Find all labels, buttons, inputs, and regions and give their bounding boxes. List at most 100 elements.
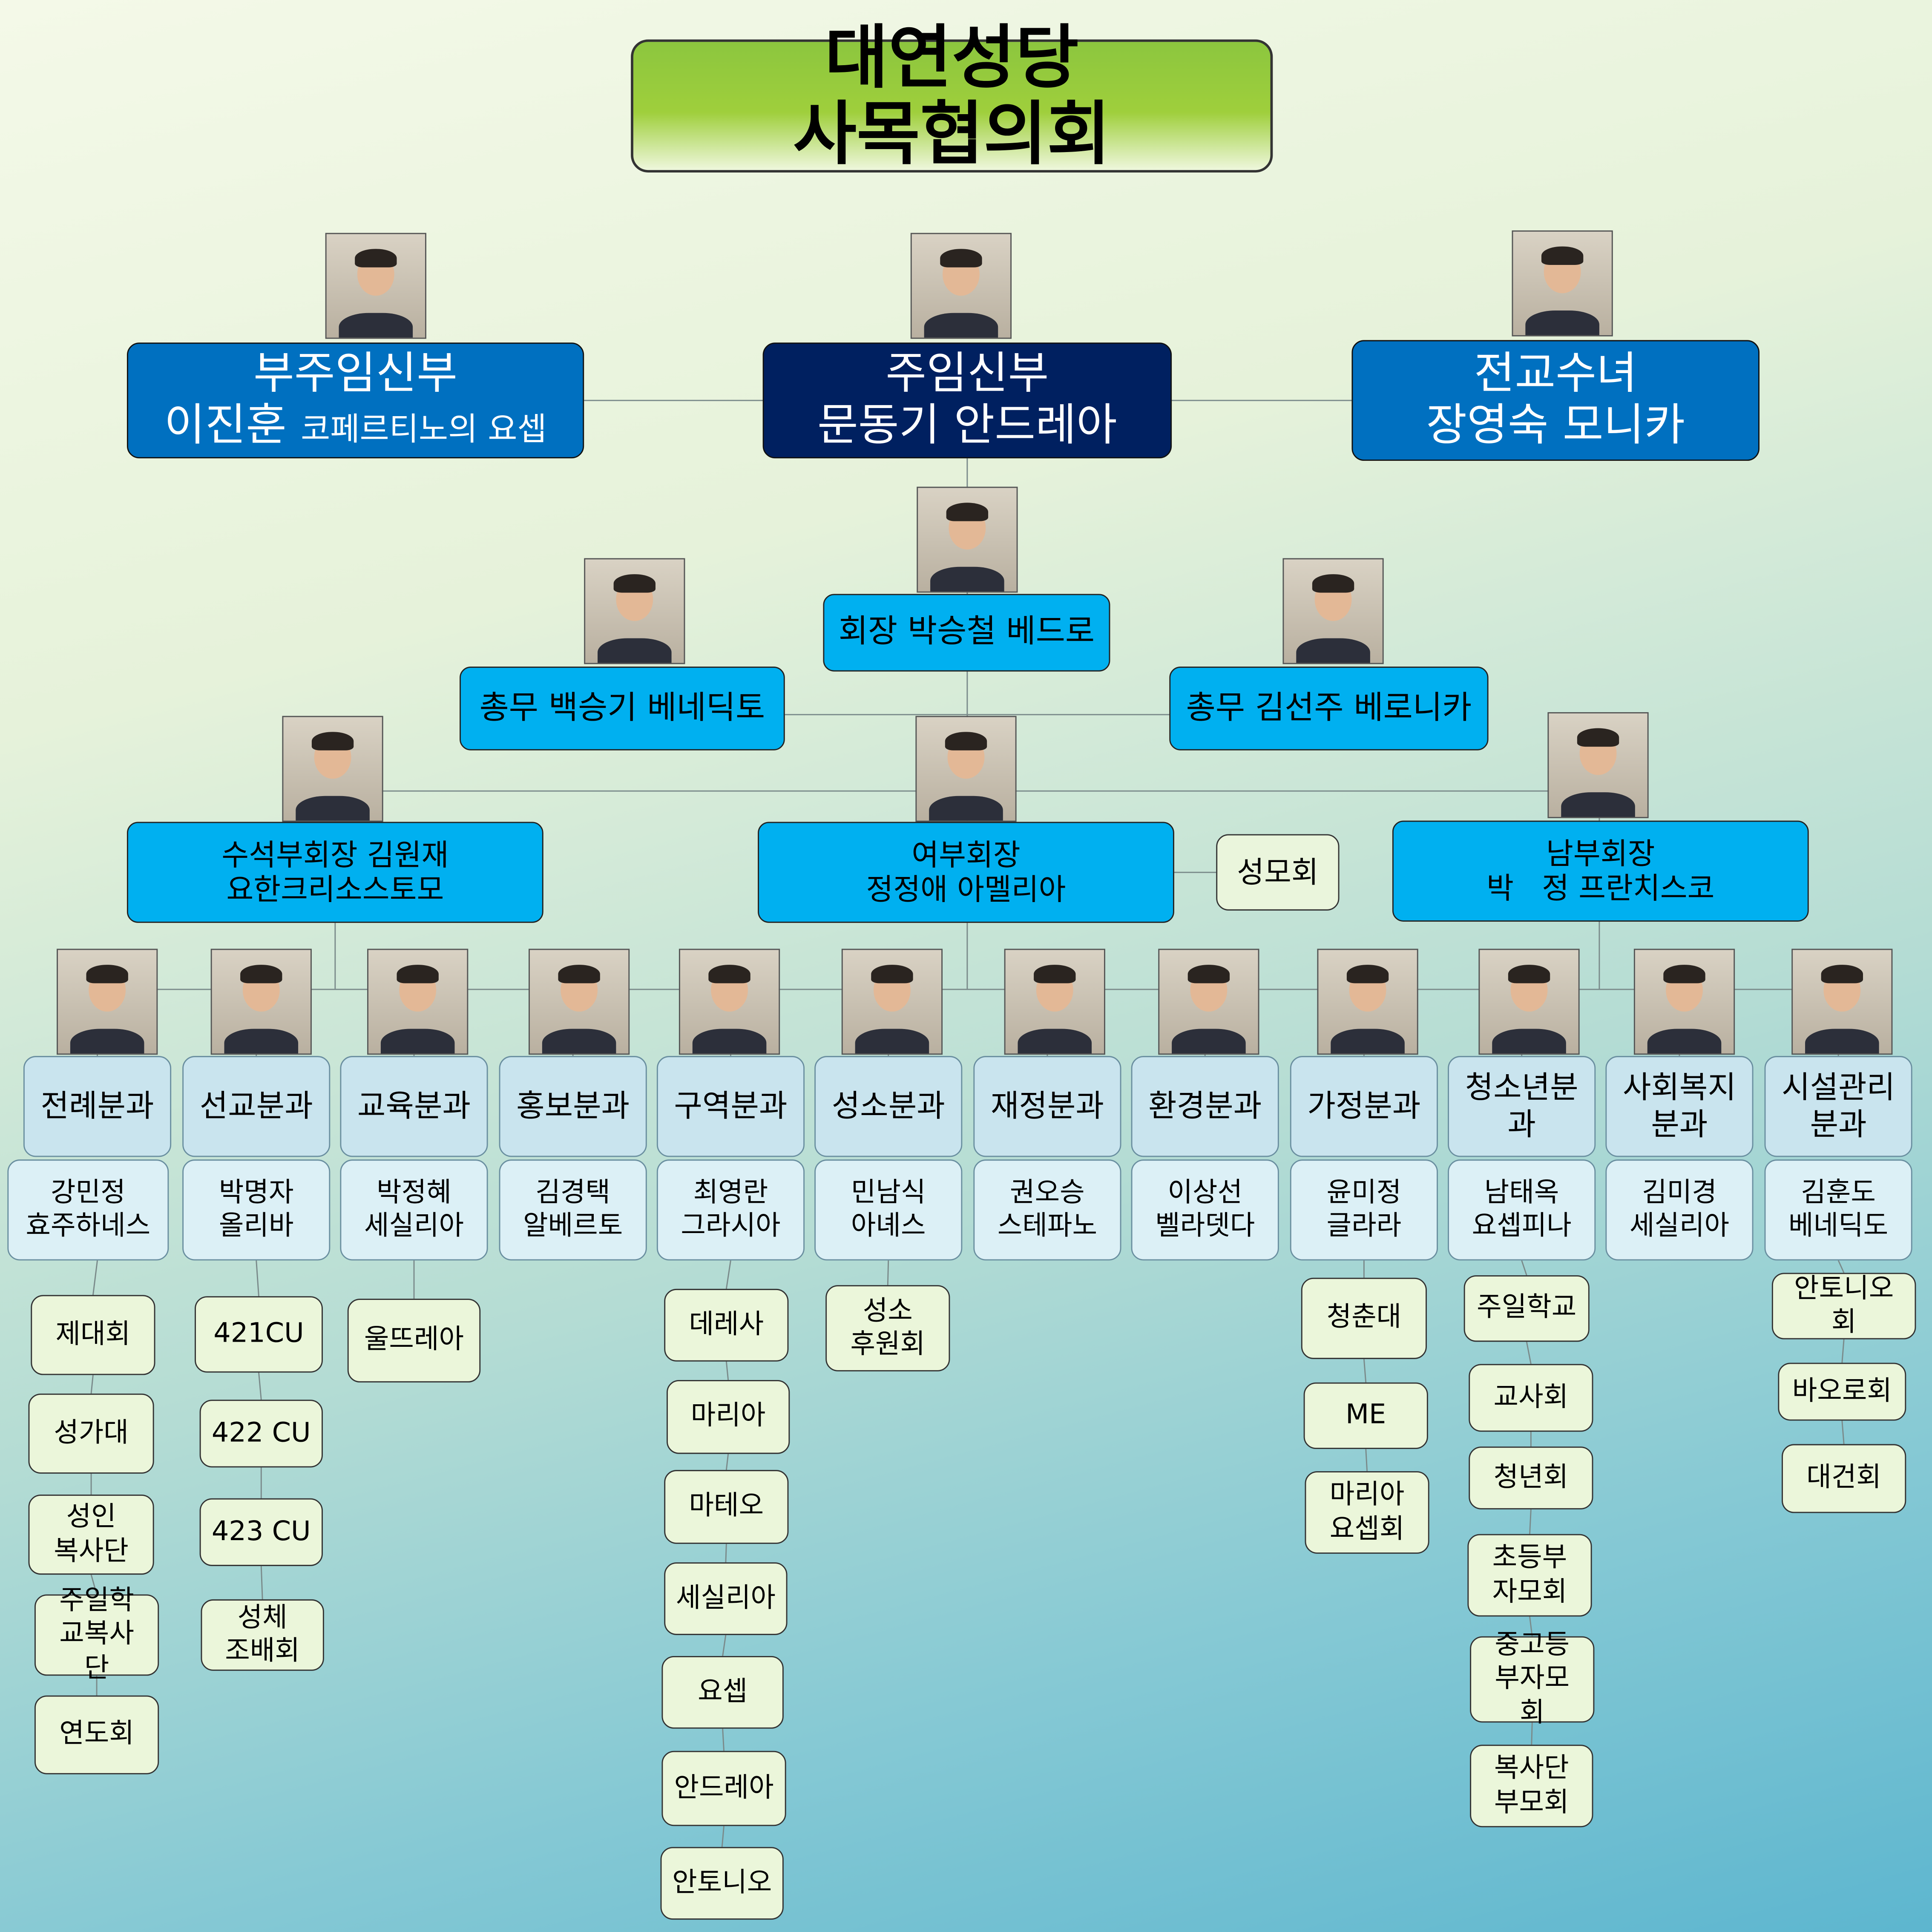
group-box-line: 마리아 bbox=[690, 1401, 766, 1432]
group-box: 연도회 bbox=[34, 1695, 159, 1774]
group-box-line: 후원회 bbox=[850, 1329, 926, 1360]
portrait-hair bbox=[86, 964, 128, 983]
department-head-photo bbox=[1317, 949, 1418, 1055]
portrait-body bbox=[338, 313, 414, 338]
portrait-body bbox=[224, 1029, 299, 1054]
portrait-hair bbox=[1188, 964, 1230, 983]
portrait-hair bbox=[945, 731, 987, 750]
connector-line bbox=[92, 1260, 98, 1295]
group-box: 청년회 bbox=[1469, 1446, 1593, 1509]
portrait-body bbox=[1804, 1029, 1880, 1054]
portrait-hair bbox=[1347, 964, 1389, 983]
department-box: 홍보분과 bbox=[499, 1056, 647, 1157]
secretary-2-photo bbox=[1282, 558, 1384, 664]
president-photo bbox=[917, 486, 1018, 593]
department-box-line: 분과 bbox=[1810, 1106, 1867, 1142]
group-box-line: 주일학 bbox=[59, 1585, 134, 1616]
portrait-hair bbox=[1312, 574, 1354, 593]
group-box: 대건회 bbox=[1782, 1444, 1906, 1513]
group-box-line: 자모회 bbox=[1492, 1576, 1567, 1607]
group-box: 안토니오 bbox=[660, 1847, 784, 1920]
department-box-line: 전례분과 bbox=[40, 1088, 154, 1124]
group-box-line: 요셉회 bbox=[1329, 1513, 1405, 1545]
group-box-line: 421CU bbox=[213, 1319, 304, 1350]
portrait-hair bbox=[1663, 964, 1705, 983]
portrait-hair bbox=[614, 574, 656, 593]
portrait-hair bbox=[708, 964, 750, 983]
department-box: 교육분과 bbox=[340, 1056, 488, 1157]
portrait-body bbox=[1492, 1029, 1567, 1054]
president-box: 회장 박승철 베드로 bbox=[823, 594, 1110, 672]
group-box: 안드레아 bbox=[661, 1751, 786, 1826]
department-box-line: 선교분과 bbox=[199, 1088, 313, 1124]
department-head-box-line: 박정혜 bbox=[377, 1177, 451, 1208]
group-box-line: 단 bbox=[84, 1653, 109, 1684]
group-box-line: 안드레아 bbox=[674, 1773, 774, 1804]
group-box-line: ME bbox=[1346, 1400, 1386, 1431]
sister-box: 전교수녀 장영숙 모니카 bbox=[1351, 340, 1760, 461]
portrait-hair bbox=[1577, 727, 1619, 747]
connector-line bbox=[90, 1375, 94, 1394]
connector-line bbox=[1365, 1449, 1368, 1472]
assistant-priest-box: 부주임신부 이진훈 코페르티노의 요셉 bbox=[126, 342, 584, 459]
department-head-photo bbox=[367, 949, 469, 1055]
sister-photo bbox=[1512, 230, 1613, 336]
portrait-body bbox=[1017, 1029, 1092, 1054]
secretary-2-box: 총무 김선주 베로니카 bbox=[1169, 667, 1489, 750]
group-box-line: 울뜨레아 bbox=[364, 1325, 464, 1356]
title-line-1: 대연성당 bbox=[825, 19, 1079, 99]
portrait-body bbox=[854, 1029, 930, 1054]
department-box-line: 분과 bbox=[1651, 1106, 1708, 1142]
portrait-hair bbox=[312, 731, 354, 750]
male-vp-photo bbox=[1547, 712, 1649, 818]
connector-line bbox=[725, 1361, 729, 1380]
group-box: 요셉 bbox=[661, 1656, 784, 1729]
pastor-name: 문동기 안드레아 bbox=[817, 400, 1117, 451]
department-box-line: 시설관리 bbox=[1782, 1070, 1895, 1105]
group-box: 421CU bbox=[195, 1296, 323, 1373]
portrait-hair bbox=[1541, 246, 1583, 265]
group-box-line: 부자모 bbox=[1495, 1664, 1570, 1695]
portrait-body bbox=[1296, 638, 1371, 663]
department-box-line: 재정분과 bbox=[990, 1088, 1104, 1124]
group-box: 주일학교 bbox=[1463, 1275, 1590, 1342]
group-box-line: 성체 bbox=[237, 1602, 288, 1633]
group-box-line: 주일학교 bbox=[1477, 1293, 1577, 1324]
department-head-box-line: 김미경 bbox=[1642, 1177, 1717, 1208]
assistant-priest-photo bbox=[325, 233, 426, 339]
department-head-box-line: 박명자 bbox=[218, 1177, 294, 1208]
department-head-photo bbox=[1004, 949, 1105, 1055]
portrait-hair bbox=[871, 964, 913, 983]
department-head-box-line: 벨라뎃다 bbox=[1155, 1211, 1255, 1242]
department-head-photo bbox=[1158, 949, 1259, 1055]
department-head-box-line: 알베르토 bbox=[523, 1211, 623, 1242]
group-box-line: 안토니오 bbox=[672, 1867, 772, 1899]
portrait-hair bbox=[1508, 964, 1550, 983]
group-box: 청춘대 bbox=[1301, 1277, 1427, 1359]
department-box-line: 청소년분 bbox=[1465, 1070, 1578, 1105]
group-box-line: 안토니오 bbox=[1794, 1273, 1894, 1305]
senior-vp-line-1: 수석부회장 김원재 bbox=[221, 837, 449, 872]
group-box-line: 중고등 bbox=[1495, 1630, 1570, 1661]
group-box: 마리아 bbox=[667, 1380, 790, 1454]
department-box-line: 교육분과 bbox=[357, 1088, 471, 1124]
portrait-body bbox=[380, 1029, 455, 1054]
group-box-line: 성가대 bbox=[54, 1417, 129, 1449]
department-head-box-line: 아녜스 bbox=[851, 1211, 926, 1242]
portrait-hair bbox=[1821, 964, 1863, 983]
department-box: 성소분과 bbox=[814, 1056, 963, 1157]
department-head-box-line: 세실리아 bbox=[364, 1211, 464, 1242]
portrait-hair bbox=[397, 964, 439, 983]
female-vp-line-2: 정정애 아멜리아 bbox=[866, 872, 1066, 907]
department-head-box-line: 올리바 bbox=[218, 1211, 294, 1242]
group-box: 교사회 bbox=[1469, 1364, 1593, 1432]
